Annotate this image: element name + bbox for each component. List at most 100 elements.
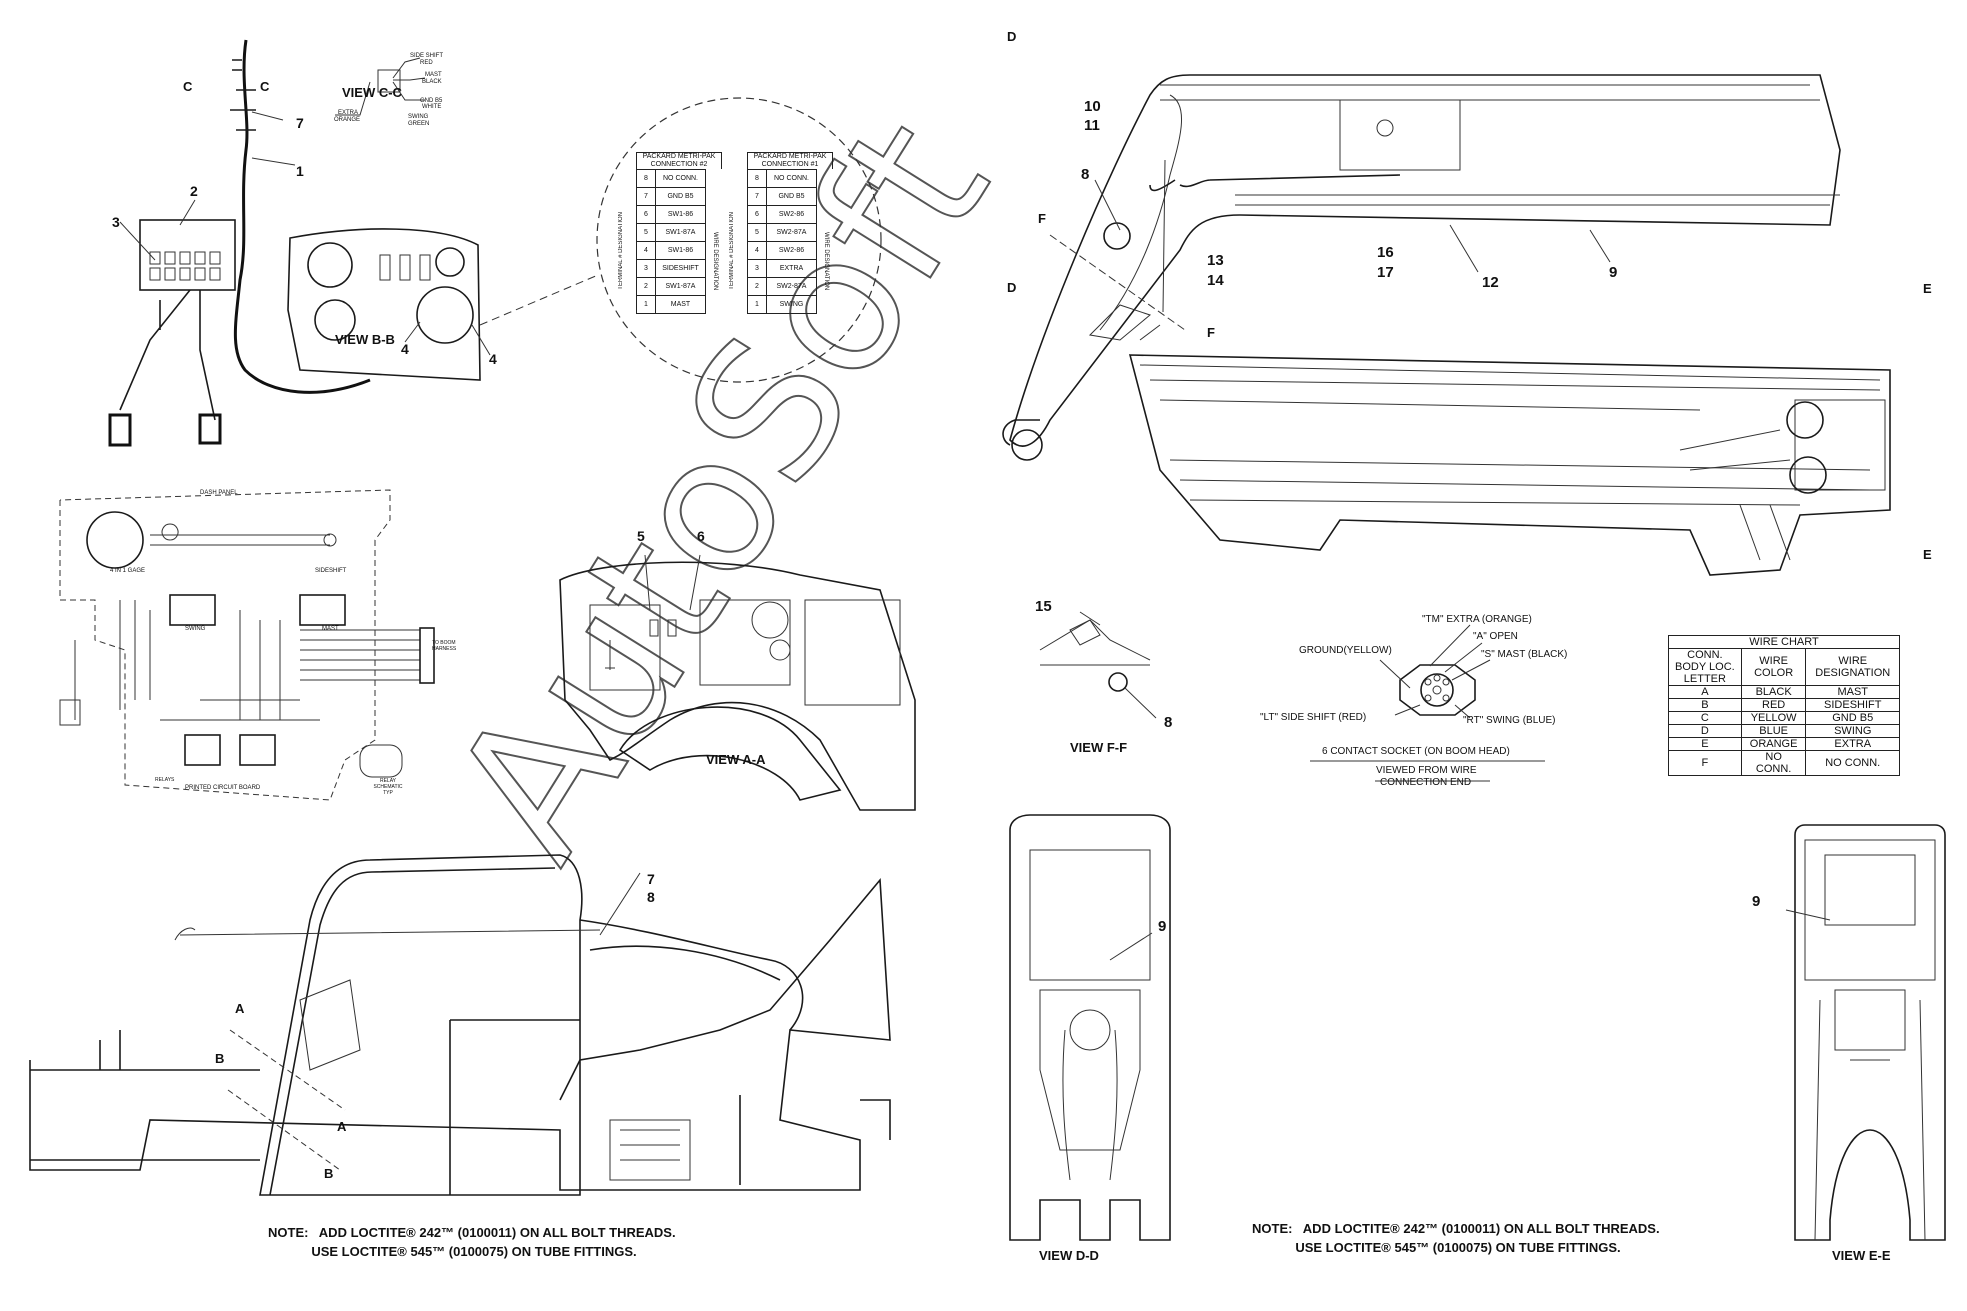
- section-d-top: D: [1007, 29, 1017, 44]
- callout-10: 10: [1084, 98, 1101, 115]
- terminal-number: 2: [636, 277, 656, 296]
- view-dd-title: VIEW D-D: [1039, 1248, 1099, 1263]
- detail-circle: [596, 97, 882, 383]
- socket-lt: "LT" SIDE SHIFT (RED): [1260, 712, 1367, 723]
- section-e-bottom: E: [1923, 547, 1932, 562]
- callout-16: 16: [1377, 244, 1394, 261]
- callout-8-side: 8: [647, 889, 655, 905]
- wire-chart-header-color: WIRE COLOR: [1740, 648, 1807, 686]
- schematic-sideshift: SIDESHIFT: [315, 568, 347, 574]
- wire-designation: GND B5: [655, 187, 706, 206]
- wire-color: ORANGE: [1740, 737, 1807, 751]
- packard-2-side-left: TERMINAL # DESIGNATION: [618, 212, 624, 290]
- terminal-number: 7: [636, 187, 656, 206]
- wire-designation: SW1-87A: [655, 277, 706, 296]
- view-bb-title: VIEW B-B: [335, 332, 395, 347]
- callout-3: 3: [112, 214, 120, 230]
- wire-designation: MAST: [1805, 685, 1900, 699]
- view-ff-detail: [1039, 619, 1151, 692]
- socket-tm: "TM" EXTRA (ORANGE): [1422, 614, 1532, 625]
- cc-green: GREEN: [408, 121, 430, 127]
- dash-panel-schematic: [59, 489, 435, 801]
- terminal-number: 8: [636, 169, 656, 188]
- wire-designation: SIDESHIFT: [655, 259, 706, 278]
- schematic-harness: TO BOOM HARNESS: [432, 640, 457, 652]
- wire-designation: GND B5: [1805, 711, 1900, 725]
- callout-17: 17: [1377, 264, 1394, 281]
- callout-9-dd: 9: [1158, 918, 1167, 935]
- wire-chart-title: WIRE CHART: [1668, 635, 1900, 649]
- wire-designation: SW2-87A: [766, 277, 817, 296]
- callout-5: 5: [637, 528, 645, 544]
- section-f-top: F: [1038, 211, 1046, 226]
- terminal-number: 6: [747, 205, 767, 224]
- wire-designation: SWING: [766, 295, 817, 314]
- callout-11: 11: [1084, 117, 1100, 134]
- callout-1: 1: [296, 163, 304, 179]
- callout-4-right: 4: [489, 351, 497, 367]
- terminal-number: 6: [636, 205, 656, 224]
- cc-mast: MAST: [425, 72, 442, 78]
- view-dd: [1009, 814, 1171, 1241]
- cc-extra: EXTRA: [338, 110, 359, 116]
- wire-designation: SW1-86: [655, 205, 706, 224]
- schematic-pcb: PRINTED CIRCUIT BOARD: [185, 785, 261, 791]
- wire-designation: NO CONN.: [655, 169, 706, 188]
- callout-13: 13: [1207, 252, 1224, 269]
- callout-4-left: 4: [401, 341, 409, 357]
- cc-swing: SWING: [408, 114, 429, 120]
- note-left-line-1: NOTE: ADD LOCTITE® 242™ (0100011) ON ALL…: [268, 1225, 676, 1240]
- boom-top-view: [1002, 74, 1841, 461]
- wire-designation: SW1-87A: [655, 223, 706, 242]
- loc-letter: A: [1668, 685, 1742, 699]
- cc-orange: ORANGE: [334, 117, 361, 123]
- terminal-number: 3: [636, 259, 656, 278]
- socket-title: 6 CONTACT SOCKET (ON BOOM HEAD): [1322, 746, 1510, 757]
- cc-gnd: GND B5: [420, 98, 443, 104]
- callout-c-right: C: [260, 79, 270, 94]
- wire-designation: EXTRA: [1805, 737, 1900, 751]
- section-b-top: B: [215, 1051, 225, 1066]
- note-left-line-2: USE LOCTITE® 545™ (0100075) ON TUBE FITT…: [268, 1244, 637, 1259]
- note-right-line-2: USE LOCTITE® 545™ (0100075) ON TUBE FITT…: [1252, 1240, 1621, 1255]
- view-ee-title: VIEW E-E: [1832, 1248, 1891, 1263]
- wire-designation: SWING: [1805, 724, 1900, 738]
- section-b-bottom: B: [324, 1166, 334, 1181]
- wire-color: BLACK: [1740, 685, 1807, 699]
- callout-8-ff: 8: [1164, 714, 1173, 731]
- callout-7-top: 7: [296, 115, 304, 131]
- callout-9-boom: 9: [1609, 264, 1618, 281]
- wire-designation: GND B5: [766, 187, 817, 206]
- callout-12: 12: [1482, 274, 1499, 291]
- cc-red: RED: [420, 60, 433, 66]
- wire-chart-header-loc: CONN. BODY LOC. LETTER: [1668, 648, 1742, 686]
- loc-letter: C: [1668, 711, 1742, 725]
- wire-color: BLUE: [1740, 724, 1807, 738]
- socket-a: "A" OPEN: [1473, 631, 1518, 642]
- wire-chart-header-designation: WIRE DESIGNATION: [1805, 648, 1900, 686]
- schematic-relay-schematic: RELAY SCHEMATIC TYP: [373, 778, 403, 796]
- cc-black: BLACK: [422, 79, 442, 85]
- wire-designation: SIDESHIFT: [1805, 698, 1900, 712]
- section-e-top: E: [1923, 281, 1932, 296]
- callout-2: 2: [190, 183, 198, 199]
- loc-letter: E: [1668, 737, 1742, 751]
- wire-designation: MAST: [655, 295, 706, 314]
- schematic-dash-panel: DASH PANEL: [200, 490, 238, 496]
